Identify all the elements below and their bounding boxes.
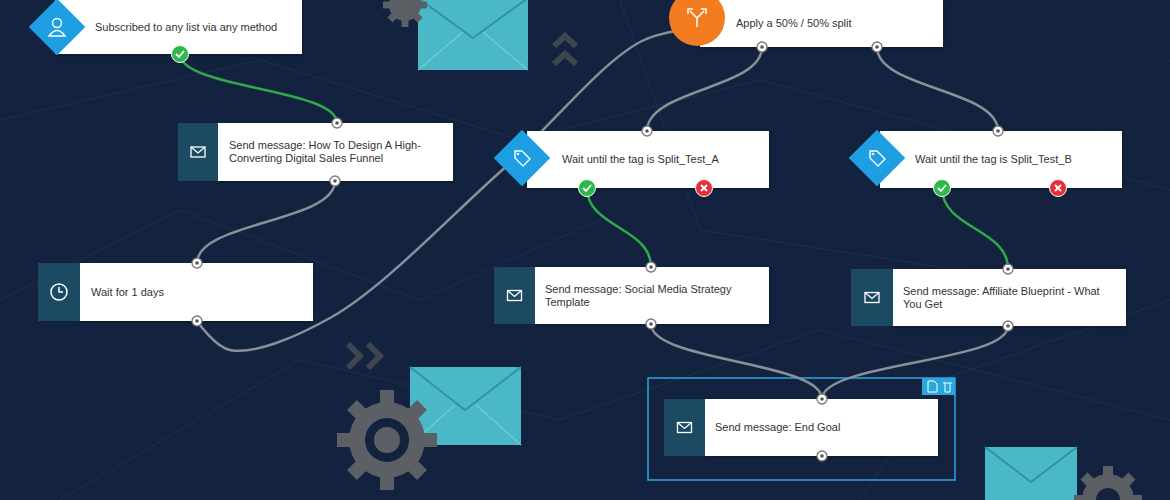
flow-connector bbox=[651, 324, 822, 399]
yes-port bbox=[171, 45, 189, 63]
connector-port bbox=[871, 41, 883, 53]
tag-icon bbox=[847, 128, 907, 188]
step-label: Send message: End Goal bbox=[715, 421, 840, 434]
flow-connector bbox=[647, 47, 762, 131]
connector-port bbox=[645, 261, 657, 273]
flow-connector bbox=[180, 54, 337, 123]
person-icon bbox=[27, 0, 87, 57]
connector-port bbox=[1002, 320, 1014, 332]
connector-port bbox=[992, 125, 1004, 137]
mail-icon bbox=[178, 123, 218, 181]
no-port bbox=[1049, 179, 1067, 197]
step-label: Wait for 1 days bbox=[91, 286, 164, 299]
step-label: Wait until the tag is Split_Test_B bbox=[915, 153, 1072, 166]
clock-icon bbox=[38, 263, 80, 321]
gear-decor bbox=[383, 0, 427, 27]
mail-icon bbox=[494, 267, 535, 324]
step-label: Send message: Social Media Strategy Temp… bbox=[545, 283, 759, 309]
connector-port bbox=[191, 257, 203, 269]
connector-port bbox=[191, 315, 203, 327]
yes-port bbox=[933, 179, 951, 197]
connector-port bbox=[1002, 263, 1014, 275]
no-port bbox=[695, 179, 713, 197]
connector-port bbox=[641, 125, 653, 137]
flow-connector bbox=[822, 326, 1008, 399]
workflow-step: Send message: How To Design A High-Conve… bbox=[218, 123, 453, 181]
gear-decor bbox=[337, 390, 437, 490]
gear-decor bbox=[1074, 466, 1142, 500]
workflow-step: Wait until the tag is Split_Test_A bbox=[527, 131, 769, 188]
selection-frame bbox=[648, 378, 955, 480]
tag-icon bbox=[492, 128, 552, 188]
workflow-step: Send message: End Goal bbox=[705, 399, 938, 456]
workflow-step: Send message: Affiliate Blueprint - What… bbox=[893, 269, 1126, 326]
flow-connector bbox=[877, 47, 998, 131]
connector-port bbox=[331, 117, 343, 129]
split-icon bbox=[669, 0, 725, 46]
mail-icon bbox=[664, 399, 705, 456]
yes-port bbox=[578, 179, 596, 197]
step-label: Send message: How To Design A High-Conve… bbox=[229, 139, 443, 165]
workflow-step: Wait for 1 days bbox=[80, 263, 313, 321]
workflow-step: Send message: Social Media Strategy Temp… bbox=[535, 267, 769, 324]
flow-connector bbox=[942, 188, 1008, 269]
connector-port bbox=[645, 318, 657, 330]
mail-icon bbox=[851, 269, 893, 326]
connector-port bbox=[329, 175, 341, 187]
envelope-decor bbox=[418, 0, 528, 70]
connector-port bbox=[756, 41, 768, 53]
step-label: Apply a 50% / 50% split bbox=[736, 17, 852, 30]
workflow-step: Apply a 50% / 50% split bbox=[700, 0, 943, 47]
connector-port bbox=[816, 450, 828, 462]
step-label: Subscribed to any list via any method bbox=[95, 21, 277, 34]
connector-port bbox=[816, 393, 828, 405]
step-label: Wait until the tag is Split_Test_A bbox=[562, 153, 719, 166]
workflow-step: Wait until the tag is Split_Test_B bbox=[880, 131, 1122, 188]
flow-connector bbox=[197, 181, 335, 263]
flow-connector bbox=[587, 188, 651, 267]
workflow-step: Subscribed to any list via any method bbox=[55, 0, 302, 54]
envelope-decor bbox=[985, 447, 1077, 500]
step-label: Send message: Affiliate Blueprint - What… bbox=[903, 285, 1116, 311]
